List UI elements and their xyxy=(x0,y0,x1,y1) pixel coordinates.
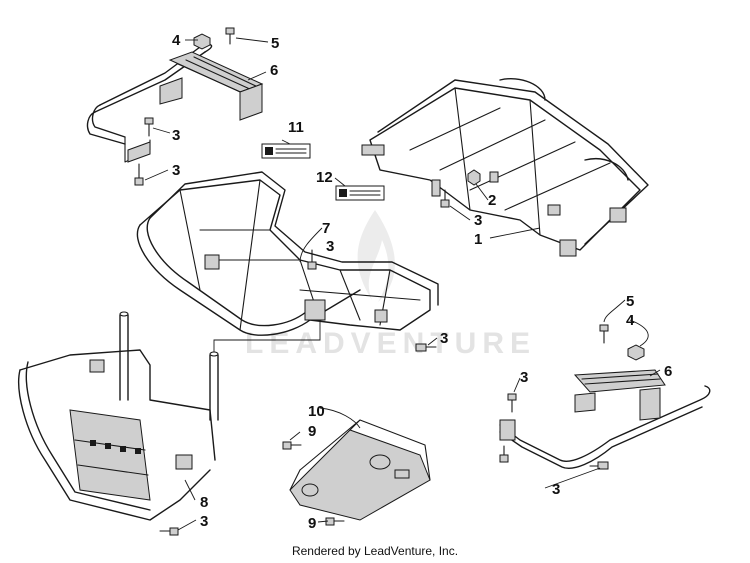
callout-3: 3 xyxy=(326,238,334,255)
bolt-icon xyxy=(134,163,144,186)
front-rack-assembly xyxy=(136,171,439,336)
callout-12: 12 xyxy=(316,169,333,186)
skid-plate-assembly xyxy=(289,419,431,521)
bolt-icon xyxy=(325,517,345,526)
callout-3: 3 xyxy=(552,481,560,498)
nut-icon xyxy=(627,344,645,361)
bolt-icon xyxy=(440,189,450,208)
bolt-icon xyxy=(499,445,509,463)
bolt-icon xyxy=(159,527,179,536)
bolt-icon xyxy=(144,117,154,137)
footer-credit: Rendered by LeadVenture, Inc. xyxy=(291,544,459,558)
right-footrest-assembly xyxy=(499,369,711,469)
callout-9: 9 xyxy=(308,515,316,532)
bolt-icon xyxy=(507,393,517,413)
bolt-icon xyxy=(307,249,317,270)
callout-11: 11 xyxy=(288,119,304,136)
leader-lines xyxy=(144,37,661,531)
callout-4: 4 xyxy=(626,312,635,329)
bolt-icon xyxy=(282,441,302,450)
bolt-icon xyxy=(589,461,609,470)
bolt-icon xyxy=(415,343,437,352)
callout-9: 9 xyxy=(308,423,316,440)
callout-1: 1 xyxy=(474,231,482,248)
rear-rack-assembly xyxy=(361,78,649,257)
callout-5: 5 xyxy=(626,293,634,310)
nut-icon xyxy=(467,169,481,186)
callout-10: 10 xyxy=(308,403,325,420)
callout-3: 3 xyxy=(200,513,208,530)
callout-2: 2 xyxy=(488,192,496,209)
watermark-text: LEADVENTURE xyxy=(245,327,536,360)
callout-3: 3 xyxy=(474,212,482,229)
callout-5: 5 xyxy=(271,35,279,52)
callout-6: 6 xyxy=(664,363,672,380)
callout-3: 3 xyxy=(440,330,448,347)
bolt-icon xyxy=(599,324,609,344)
front-bumper-assembly xyxy=(18,311,219,521)
watermark-flame-icon xyxy=(357,210,395,302)
callout-6: 6 xyxy=(270,62,278,79)
callout-3: 3 xyxy=(172,127,180,144)
nut-icon xyxy=(193,33,211,50)
callout-8: 8 xyxy=(200,494,208,511)
bolt-icon xyxy=(225,27,235,45)
leader-line xyxy=(213,320,321,352)
callout-3: 3 xyxy=(172,162,180,179)
left-footrest-assembly xyxy=(86,43,264,163)
callout-4: 4 xyxy=(172,32,181,49)
callout-3: 3 xyxy=(520,369,528,386)
warning-decal xyxy=(335,185,385,201)
callout-7: 7 xyxy=(322,220,330,237)
warning-decal xyxy=(261,143,311,159)
